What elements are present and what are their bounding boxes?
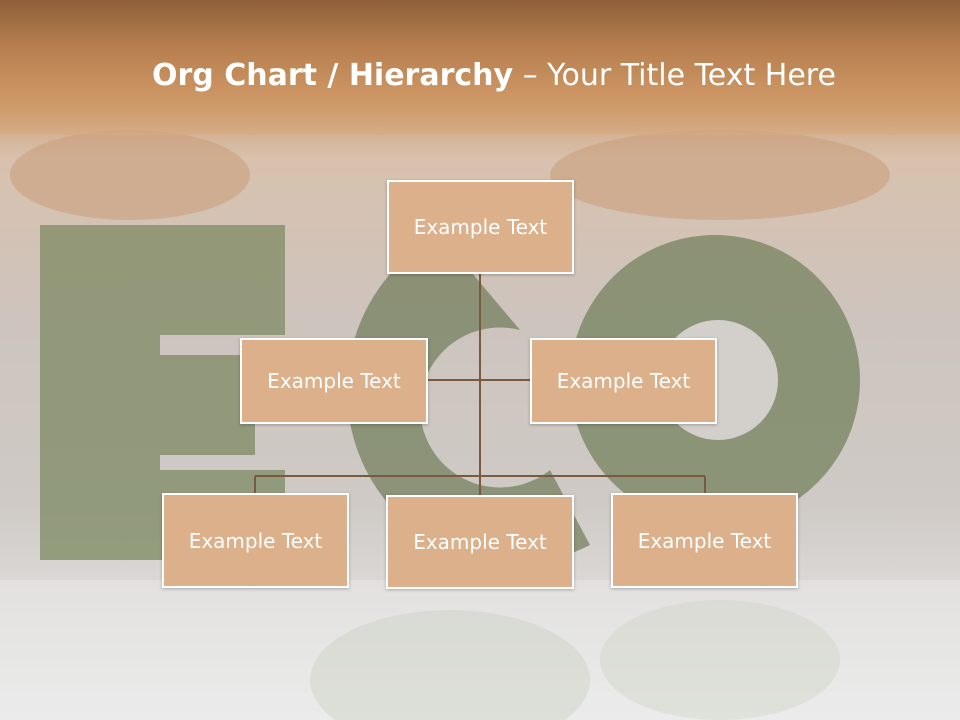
org-node-assistant-right: Example Text: [530, 338, 717, 424]
org-node-assistant-left: Example Text: [240, 338, 428, 424]
title-bold: Org Chart / Hierarchy: [152, 58, 514, 93]
title-band: [0, 0, 960, 135]
slide-title: Org Chart / Hierarchy – Your Title Text …: [152, 52, 932, 100]
org-node-child-center: Example Text: [386, 495, 574, 589]
org-node-child-left: Example Text: [162, 493, 349, 588]
org-node-child-right: Example Text: [611, 493, 798, 588]
title-subtitle: Your Title Text Here: [547, 58, 836, 93]
title-separator: –: [513, 58, 548, 93]
org-node-root: Example Text: [387, 180, 574, 274]
